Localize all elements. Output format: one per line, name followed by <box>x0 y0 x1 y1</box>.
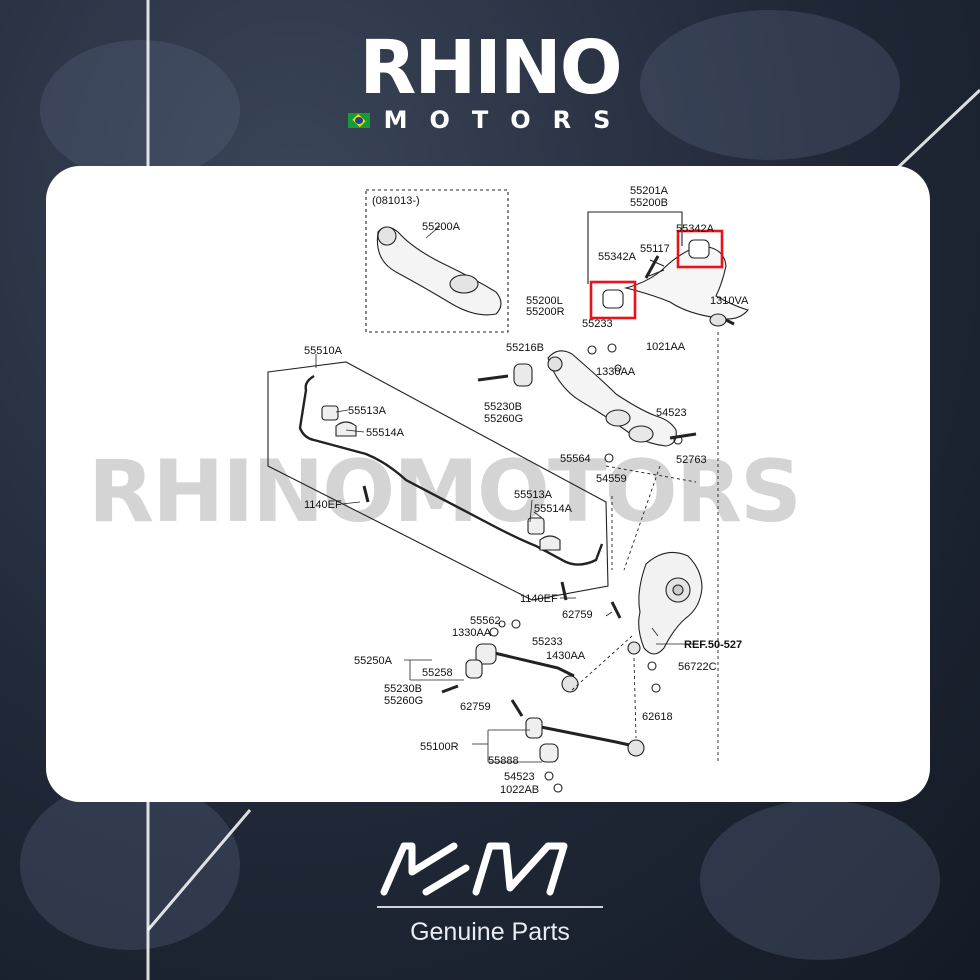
label-55342a-left: 55342A <box>598 251 637 263</box>
label-55342a-right: 55342A <box>676 223 715 235</box>
label-52763: 52763 <box>676 454 707 466</box>
background-part-shape <box>700 800 940 960</box>
label-55216b: 55216B <box>506 342 544 354</box>
label-54523-top: 54523 <box>656 407 687 419</box>
label-55514a-bot: 55514A <box>534 503 573 515</box>
brand-divider <box>377 906 603 908</box>
kia-genuine-parts-brand: Genuine Parts <box>0 840 980 947</box>
highlight-box-right <box>676 229 724 269</box>
label-1330aa-mid: 1330AA <box>452 627 492 639</box>
label-55201a: 55201A <box>630 185 669 197</box>
lower-control-arm <box>547 350 677 447</box>
label-55258: 55258 <box>422 667 453 679</box>
label-inset-part: 55200A <box>422 221 461 233</box>
highlight-box-left <box>589 280 637 320</box>
brazil-flag-icon <box>347 112 370 128</box>
brand-tagline: Genuine Parts <box>410 918 570 946</box>
lower-arm-link <box>535 724 635 748</box>
upper-control-arm <box>623 245 749 320</box>
rhino-motors-logo: RHINO MOTORS <box>0 28 980 134</box>
label-55562: 55562 <box>470 615 501 627</box>
label-55250a: 55250A <box>354 655 393 667</box>
label-55100r: 55100R <box>420 741 459 753</box>
label-55200b: 55200B <box>630 197 668 209</box>
highlight-boxes <box>589 229 724 320</box>
label-55888: 55888 <box>488 755 519 767</box>
label-55117: 55117 <box>640 243 670 255</box>
label-inset-date: (081013-) <box>372 195 420 207</box>
label-1140ef-left: 1140EF <box>304 499 342 511</box>
label-55233-top: 55233 <box>582 318 613 330</box>
label-55200r: 55200R <box>526 306 565 318</box>
logo-subtitle: MOTORS <box>383 106 633 134</box>
label-55233-mid: 55233 <box>532 636 563 648</box>
label-54523-bot: 54523 <box>504 771 535 783</box>
label-55230b-top: 55230B <box>484 401 522 413</box>
label-1310va: 1310VA <box>710 295 749 307</box>
label-62759-bot: 62759 <box>460 701 491 713</box>
inset-control-arm <box>376 226 502 316</box>
label-1330aa-top: 1330AA <box>596 366 636 378</box>
stabilizer-bar-box <box>267 361 609 601</box>
watermark: RHINOMOTORS <box>88 442 802 542</box>
label-55200l: 55200L <box>526 295 563 307</box>
label-55513a-bot: 55513A <box>514 489 553 501</box>
suspension-exploded-diagram: (081013-) 55200A 55201A 55200B 55342A 55… <box>267 185 749 796</box>
background-part-shape <box>640 10 900 160</box>
stabilizer-bar <box>298 374 604 566</box>
kia-logo-icon <box>380 842 568 896</box>
label-62759-top: 62759 <box>562 609 593 621</box>
label-1140ef-bot: 1140EF <box>520 593 558 605</box>
label-54559: 54559 <box>596 473 627 485</box>
label-55260g-top: 55260G <box>484 413 523 425</box>
logo-title: RHINO <box>359 25 622 111</box>
label-62618: 62618 <box>642 711 673 723</box>
label-ref-50-527: REF.50-527 <box>684 639 742 651</box>
logo-subtitle-row: MOTORS <box>0 106 980 134</box>
label-55513a-top: 55513A <box>348 405 387 417</box>
lateral-link <box>489 650 575 678</box>
label-55564: 55564 <box>560 453 591 465</box>
inset-box <box>365 189 509 333</box>
label-1021aa: 1021AA <box>646 341 686 353</box>
background-part-shape <box>40 40 240 180</box>
label-55260g-bot: 55260G <box>384 695 423 707</box>
label-56722c: 56722C <box>678 661 717 673</box>
label-1022ab: 1022AB <box>500 784 539 796</box>
label-1430aa: 1430AA <box>546 650 586 662</box>
label-55510a: 55510A <box>304 345 343 357</box>
label-55514a-top: 55514A <box>366 427 405 439</box>
rear-knuckle <box>638 551 703 655</box>
label-55230b-bot: 55230B <box>384 683 422 695</box>
diagram-panel: RHINOMOTORS <box>46 166 930 802</box>
